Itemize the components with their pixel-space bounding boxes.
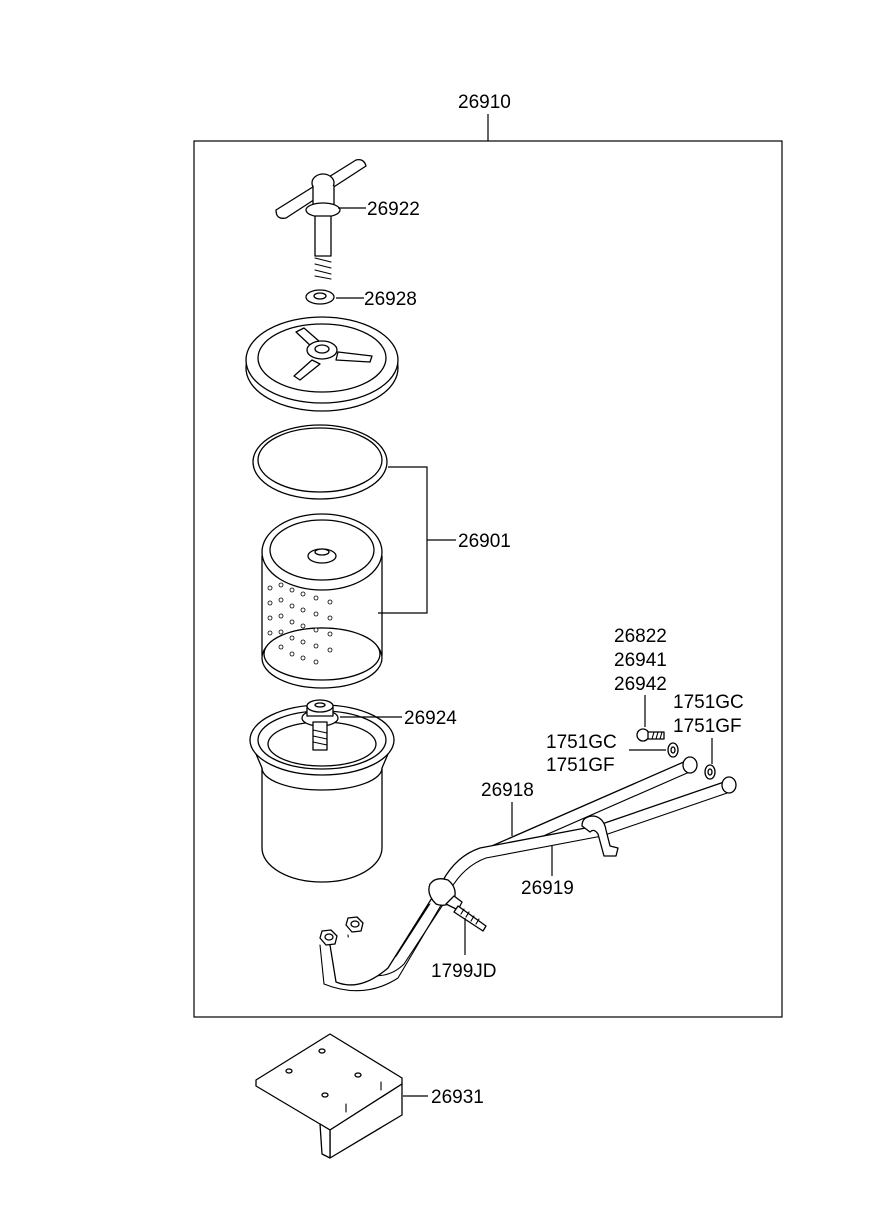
label-1751gf-left[interactable]: 1751GF [546, 755, 615, 776]
clip-bolt-part [445, 895, 487, 932]
handle-bolt-part [275, 158, 367, 280]
label-26918[interactable]: 26918 [481, 780, 534, 801]
label-1799jd[interactable]: 1799JD [431, 961, 497, 982]
gasket-right-part [704, 764, 716, 780]
label-26942[interactable]: 26942 [614, 674, 667, 695]
tube-clamp-part [428, 815, 619, 906]
tube-nut-right [345, 916, 364, 933]
label-1751gf-right[interactable]: 1751GF [673, 716, 742, 737]
tube-nut-left [319, 929, 338, 946]
label-26928[interactable]: 26928 [364, 289, 417, 310]
label-1751gc-right[interactable]: 1751GC [673, 692, 744, 713]
label-26910[interactable]: 26910 [458, 92, 511, 113]
filter-element-part [261, 513, 383, 689]
cover-plate-part [245, 316, 399, 412]
o-ring-part [252, 424, 388, 500]
bracket-leader-26901 [378, 466, 428, 614]
center-bolt-part [301, 699, 339, 751]
mounting-bracket-part [255, 1033, 403, 1159]
label-26931[interactable]: 26931 [431, 1087, 484, 1108]
label-1751gc-left[interactable]: 1751GC [546, 732, 617, 753]
label-26822[interactable]: 26822 [614, 626, 667, 647]
perforation-holes [267, 582, 333, 665]
label-26922[interactable]: 26922 [367, 199, 420, 220]
label-26901[interactable]: 26901 [458, 531, 511, 552]
small-bolt-part [636, 728, 665, 742]
washer-part [305, 289, 335, 305]
label-26919[interactable]: 26919 [521, 878, 574, 899]
label-26924[interactable]: 26924 [404, 708, 457, 729]
gasket-left-part [667, 742, 679, 758]
label-26941[interactable]: 26941 [614, 650, 667, 671]
